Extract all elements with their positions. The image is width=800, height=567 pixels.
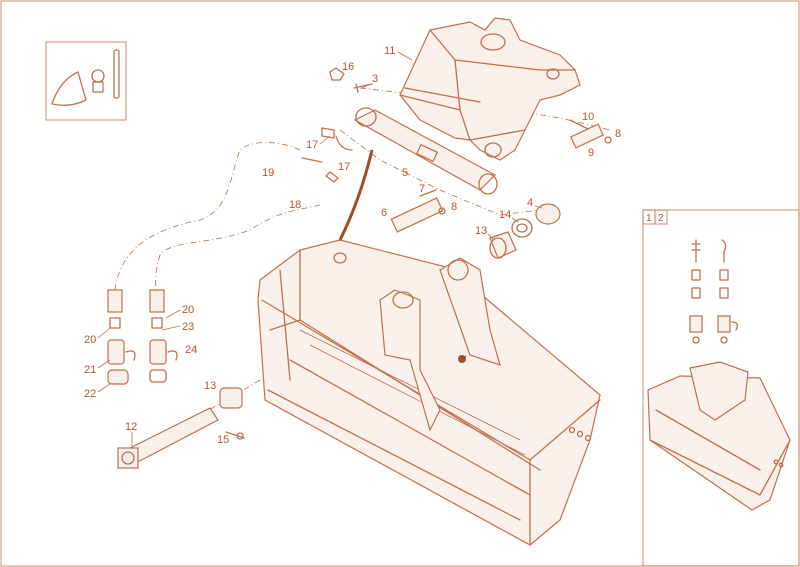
label-part: 5 bbox=[402, 167, 408, 179]
label-part: 17 bbox=[338, 161, 350, 173]
hose-lines bbox=[114, 142, 321, 291]
inset-panel: 1 2 bbox=[642, 209, 800, 567]
label-part: 24 bbox=[185, 344, 197, 356]
label-part: 12 bbox=[125, 421, 137, 433]
label-part: 20 bbox=[182, 304, 194, 316]
label-part: 16 bbox=[342, 61, 354, 73]
label-part: 6 bbox=[381, 207, 387, 219]
inset-tab-2: 2 bbox=[658, 213, 664, 224]
label-part: 8 bbox=[451, 201, 457, 213]
label-part: 7 bbox=[419, 183, 425, 195]
pin-and-bushing bbox=[117, 387, 245, 469]
coupler-frame bbox=[399, 17, 581, 161]
label-part: 4 bbox=[527, 197, 533, 209]
small-parts bbox=[301, 67, 612, 259]
bucket bbox=[257, 239, 601, 546]
label-part: 14 bbox=[499, 209, 511, 221]
hose-fittings bbox=[107, 289, 178, 385]
label-part: 19 bbox=[262, 167, 274, 179]
label-part: 22 bbox=[84, 388, 96, 400]
label-part: 13 bbox=[475, 225, 487, 237]
inset-tab-1: 1 bbox=[646, 213, 652, 224]
label-part: 15 bbox=[217, 434, 229, 446]
grease-symbol-icon bbox=[45, 41, 127, 121]
label-part: 9 bbox=[588, 147, 594, 159]
label-part: 8 bbox=[615, 128, 621, 140]
part-labels: 11 16 3 10 8 9 17 17 19 5 7 18 6 8 4 14 … bbox=[84, 45, 621, 446]
label-part: 20 bbox=[84, 334, 96, 346]
label-part: 18 bbox=[289, 199, 301, 211]
label-part: 3 bbox=[372, 73, 378, 85]
label-part: 10 bbox=[582, 111, 594, 123]
label-part: 23 bbox=[182, 321, 194, 333]
label-part: 17 bbox=[306, 139, 318, 151]
label-part: 13 bbox=[204, 380, 216, 392]
label-part: 11 bbox=[384, 45, 395, 57]
hydraulic-hose bbox=[338, 149, 374, 241]
label-part: 21 bbox=[84, 364, 96, 376]
